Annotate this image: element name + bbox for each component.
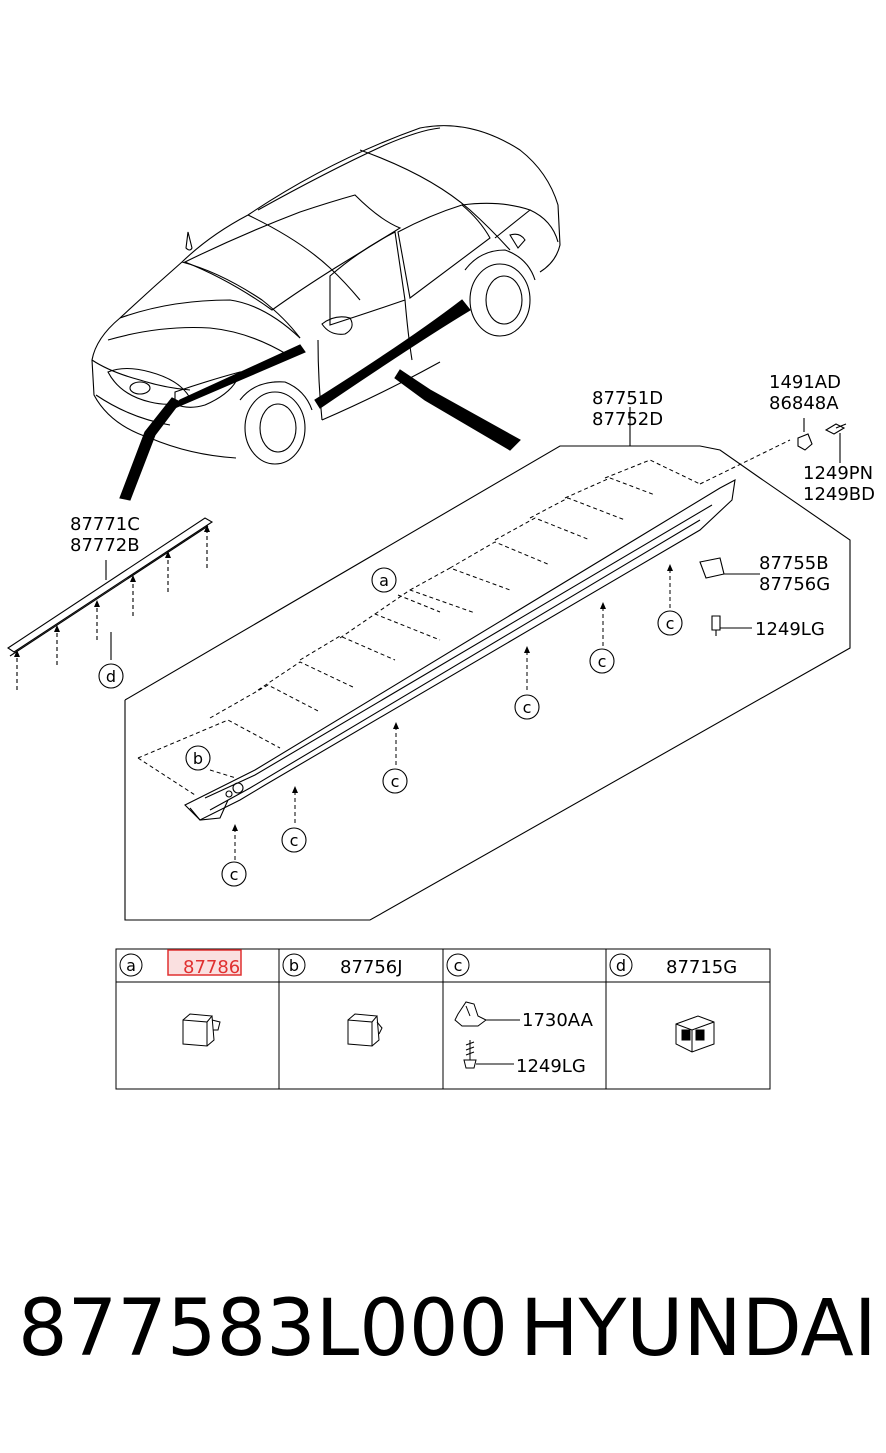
footer: 877583L000 HYUNDAI (0, 1290, 886, 1400)
moulding-arrows (14, 525, 210, 657)
parts-diagram: a b d c c c c c c 87751D 87752D 87771C 8… (7, 125, 875, 1090)
legend-highlight-box (167, 949, 242, 976)
callout-b: b (193, 749, 203, 768)
callout-c-3: c (391, 772, 400, 791)
legend-part-d: 87715G (666, 957, 737, 978)
legend-letter-c: c (454, 956, 463, 975)
callout-c-circle-5 (589, 648, 615, 674)
legend-part-b: 87756J (340, 957, 403, 978)
callout-c-circle-6 (657, 610, 683, 636)
legend-table (115, 948, 771, 1090)
callout-c-circle-3 (382, 768, 408, 794)
callout-c-6: c (666, 614, 675, 633)
label-87756G: 87756G (759, 574, 830, 595)
legend-clip-c-icon (454, 1001, 520, 1069)
callout-c-circle-2 (281, 827, 307, 853)
clip-c-leaders (234, 568, 671, 860)
footer-brand: HYUNDAI (520, 1284, 877, 1374)
clip-a-leaders (137, 439, 791, 796)
legend-clip-a-icon (182, 1013, 221, 1047)
legend-subpart-1249LG: 1249LG (516, 1056, 586, 1077)
callout-d: d (106, 667, 116, 686)
label-1249LG: 1249LG (755, 619, 825, 640)
callout-b-circle (185, 745, 211, 771)
legend-letter-a: a (126, 956, 136, 975)
label-87755B: 87755B (759, 553, 829, 574)
label-87751D: 87751D (592, 388, 663, 409)
label-1249PN: 1249PN (803, 463, 873, 484)
moulding-part (7, 517, 214, 690)
label-86848A: 86848A (769, 393, 839, 414)
label-87772B: 87772B (70, 535, 140, 556)
footer-part-number: 877583L000 (18, 1284, 509, 1374)
nut-and-bolt (699, 418, 847, 636)
legend-letter-circles (119, 953, 633, 977)
legend-letter-b: b (289, 956, 299, 975)
callout-d-circle (98, 663, 124, 689)
callout-c-circle-1 (221, 861, 247, 887)
callout-a-circle (371, 567, 397, 593)
callout-c-4: c (523, 698, 532, 717)
side-sill-frame (124, 407, 851, 921)
legend-part-a: 87786 (183, 957, 240, 978)
legend-clip-b-icon (347, 1013, 383, 1047)
side-sill-part (184, 479, 736, 821)
car-illustration (91, 125, 561, 501)
callout-c-1: c (230, 865, 239, 884)
label-1249BD: 1249BD (803, 484, 875, 505)
callout-a: a (379, 571, 389, 590)
callout-c-5: c (598, 652, 607, 671)
label-87752D: 87752D (592, 409, 663, 430)
callout-c-circle-4 (514, 694, 540, 720)
legend-subpart-1730AA: 1730AA (522, 1010, 594, 1031)
callout-c-2: c (290, 831, 299, 850)
legend-clip-d-icon (675, 1015, 715, 1053)
legend-letter-d: d (616, 956, 626, 975)
label-1491AD: 1491AD (769, 372, 841, 393)
callouts (98, 567, 683, 887)
clip-c-arrows (232, 564, 673, 831)
label-87771C: 87771C (70, 514, 140, 535)
